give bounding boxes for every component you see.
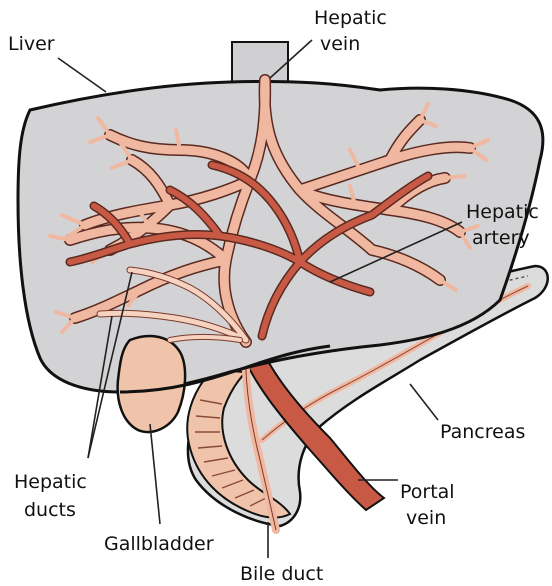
label-hepatic-vein-line1: Hepatic [314,7,387,29]
label-portal-vein-line2: vein [406,507,446,529]
label-hepatic-ducts-line2: ducts [24,499,76,521]
label-liver: Liver [8,33,55,55]
label-pancreas: Pancreas [440,421,525,443]
gallbladder [118,336,185,432]
label-hepatic-artery-line1: Hepatic [466,201,539,223]
label-hepatic-ducts-line1: Hepatic [14,471,87,493]
label-hepatic-artery-line2: artery [472,227,530,249]
label-gallbladder: Gallbladder [104,533,214,555]
leader-liver [58,58,106,92]
leader-gallbladder [150,424,160,524]
label-hepatic-vein-line2: vein [320,33,360,55]
label-portal-vein-line1: Portal [400,481,455,503]
leader-pancreas [410,384,438,420]
label-bile-duct: Bile duct [240,563,323,585]
